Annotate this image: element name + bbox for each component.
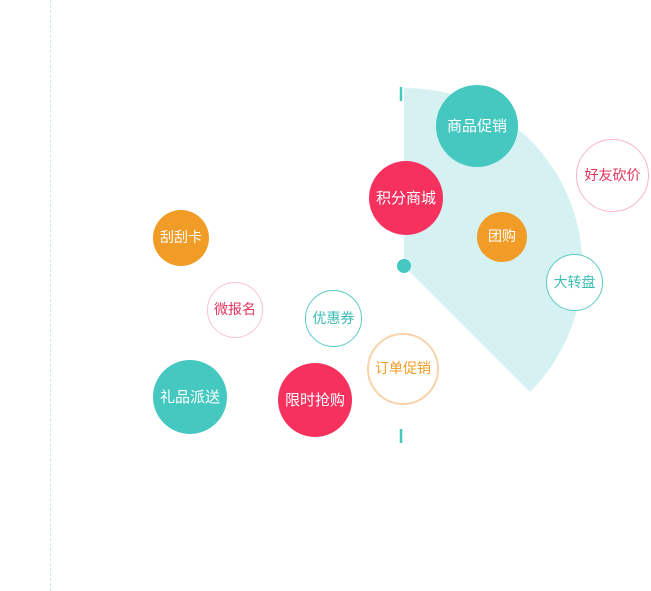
lucky-wheel-bubble[interactable]: 大转盘	[546, 254, 603, 311]
scratch-card-bubble[interactable]: 刮刮卡	[153, 210, 209, 266]
bargain-bubble-label: 好友砍价	[584, 167, 641, 184]
promo-bubble[interactable]: 商品促销	[436, 85, 518, 167]
gift-delivery-bubble[interactable]: 礼品派送	[153, 360, 227, 434]
dashed-guide-line	[50, 0, 51, 591]
bargain-bubble[interactable]: 好友砍价	[576, 139, 649, 212]
signup-bubble-label: 微报名	[214, 302, 256, 318]
group-buy-bubble-label: 团购	[488, 229, 516, 245]
order-promo-bubble[interactable]: 订单促销	[367, 333, 439, 405]
points-mall-bubble[interactable]: 积分商城	[369, 161, 443, 235]
coupon-bubble-label: 优惠券	[312, 310, 355, 327]
gift-delivery-bubble-label: 礼品派送	[159, 387, 220, 406]
group-buy-bubble[interactable]: 团购	[477, 212, 527, 262]
flash-sale-bubble-label: 限时抢购	[284, 390, 345, 409]
points-mall-bubble-label: 积分商城	[375, 188, 436, 207]
flash-sale-bubble[interactable]: 限时抢购	[278, 363, 352, 437]
radar-center-dot	[397, 259, 411, 273]
order-promo-bubble-label: 订单促销	[375, 361, 431, 377]
coupon-bubble[interactable]: 优惠券	[305, 290, 362, 347]
signup-bubble[interactable]: 微报名	[207, 282, 263, 338]
promo-bubble-label: 商品促销	[446, 116, 507, 135]
lucky-wheel-bubble-label: 大转盘	[553, 274, 596, 291]
scratch-card-bubble-label: 刮刮卡	[160, 230, 202, 246]
